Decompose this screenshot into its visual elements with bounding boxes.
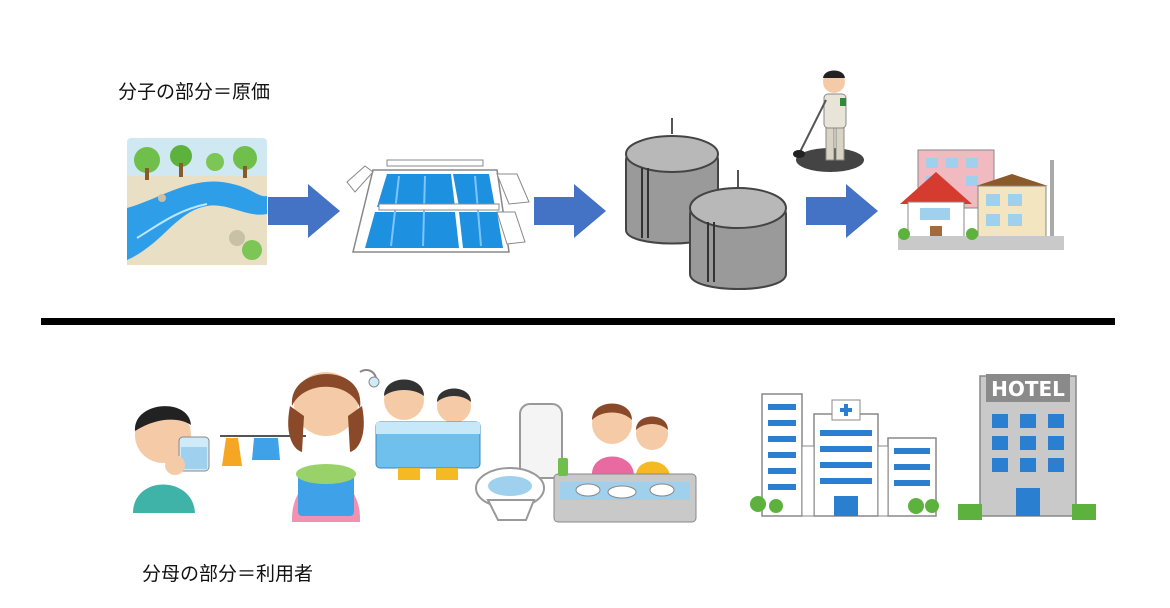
hospital-icon (750, 393, 939, 517)
arrow-right-icon (806, 184, 878, 238)
mother-laundry-icon (220, 369, 380, 522)
cost-label: 分子の部分＝原価 (118, 81, 271, 103)
leak-inspector-icon (793, 70, 864, 172)
water-treatment-plant-icon (346, 159, 530, 253)
river-icon (127, 138, 267, 265)
hotel-icon: HOTEL (958, 374, 1096, 520)
arrow-right-icon (534, 184, 606, 238)
arrow-right-icon (268, 184, 340, 238)
water-tanks-icon (625, 118, 787, 290)
toilet-icon (475, 403, 563, 521)
users-label: 分母の部分＝利用者 (142, 563, 314, 585)
hotel-sign: HOTEL (991, 377, 1065, 401)
houses-icon (898, 149, 1064, 250)
family-bath-icon (375, 379, 481, 480)
divider-line (41, 318, 1115, 325)
washing-dishes-icon (553, 403, 697, 523)
boy-drinking-water-icon (133, 406, 210, 513)
